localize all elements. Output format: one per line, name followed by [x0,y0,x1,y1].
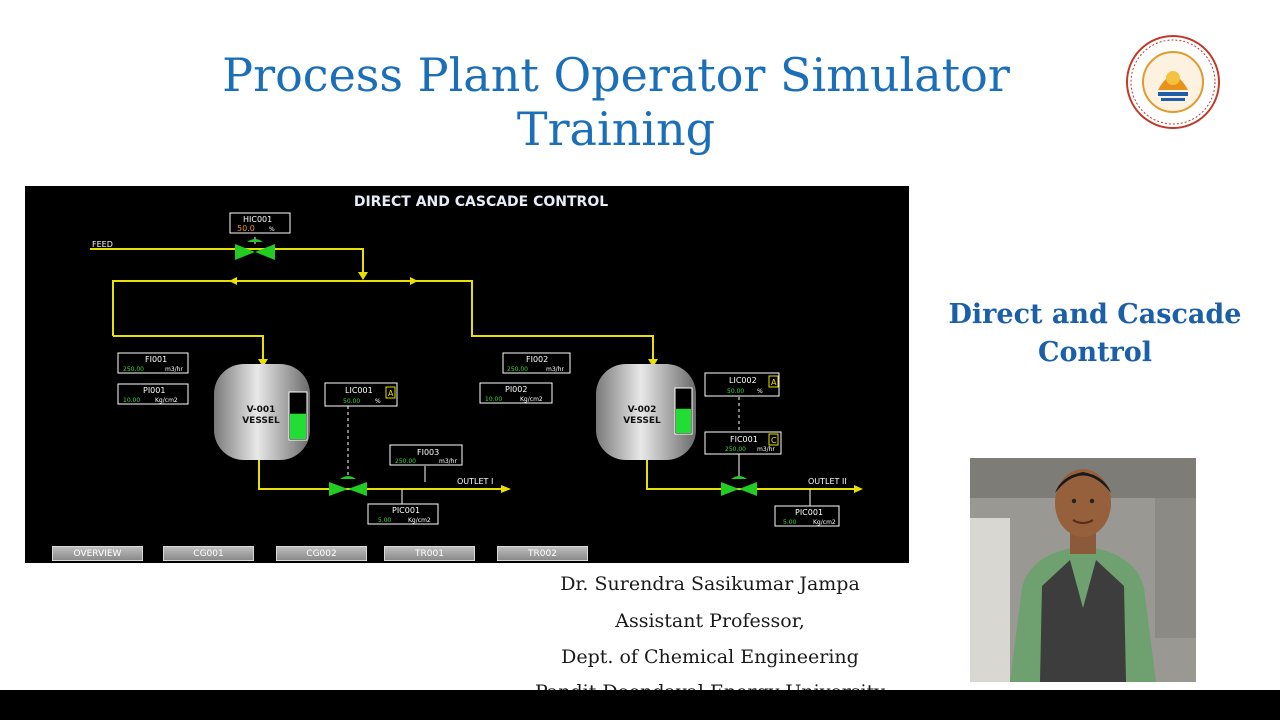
valve-outlet2[interactable] [721,476,757,496]
fi002-unit: m3/hr [546,366,564,373]
fic001-value: 250.00 [725,446,746,453]
pic001a-unit: Kg/cm2 [408,517,431,524]
fi002-value: 250.00 [507,366,528,373]
hic001-unit: % [269,226,275,233]
page-title-line2: Training [516,102,716,156]
pic001b-tag: PIC001 [795,508,823,517]
hic001-value: 50.0 [237,224,255,233]
lic002-mode[interactable]: A [771,378,777,387]
fi001-unit: m3/hr [165,366,183,373]
hmi-screen: DIRECT AND CASCADE CONTROL [25,186,909,563]
outlet2-label: OUTLET II [808,477,847,486]
vessel-v002-label: VESSEL [623,416,661,426]
section-title-line2: Control [1037,337,1153,368]
nav-tr002-button[interactable]: TR002 [497,546,588,561]
hmi-title: DIRECT AND CASCADE CONTROL [354,194,608,210]
signal-lines [254,237,811,506]
pi001-unit: Kg/cm2 [155,397,178,404]
lic001-value: 50.00 [343,398,360,405]
piping [90,248,855,490]
lic002-unit: % [757,388,763,395]
author-name: Dr. Surendra Sasikumar Jampa [560,573,860,595]
university-logo [1118,32,1228,132]
pic001b-unit: Kg/cm2 [813,519,836,526]
fi001-value: 250.00 [123,366,144,373]
flow-arrows [229,272,863,493]
instrument-frames [117,212,840,527]
fic001-unit: m3/hr [757,446,775,453]
pi002-value: 10.00 [485,396,502,403]
valve-outlet1[interactable] [329,476,367,496]
nav-tr001-button[interactable]: TR001 [384,546,475,561]
lic002-tag: LIC002 [729,376,757,385]
pi002-unit: Kg/cm2 [520,396,543,403]
section-title-line1: Direct and Cascade [948,299,1242,330]
vessel-v001[interactable]: V-001 VESSEL [214,364,310,460]
author-role: Assistant Professor, [615,610,805,632]
section-title: Direct and Cascade Control [915,296,1275,372]
process-diagram: DIRECT AND CASCADE CONTROL [90,194,863,527]
fi003-unit: m3/hr [439,458,457,465]
presenter-portrait-icon [970,458,1196,682]
vessel-v001-label: VESSEL [242,416,280,426]
lic001-tag: LIC001 [345,386,373,395]
pic001b-value: 5.00 [783,519,797,526]
page-title: Process Plant Operator Simulator Trainin… [0,48,1232,156]
valve-hic001[interactable] [235,239,275,260]
university-seal-icon [1126,35,1220,129]
pic001a-value: 5.00 [378,517,392,524]
fi003-value: 250.00 [395,458,416,465]
lic002-value: 50.00 [727,388,744,395]
page-title-line1: Process Plant Operator Simulator [222,48,1010,102]
fi001-tag: FI001 [145,355,167,364]
nav-overview-button[interactable]: OVERVIEW [52,546,143,561]
author-department: Dept. of Chemical Engineering [561,646,859,668]
fi002-tag: FI002 [526,355,548,364]
presenter-photo [970,458,1196,682]
lic001-mode[interactable]: A [388,389,394,398]
pic001a-tag: PIC001 [392,506,420,515]
lic001-unit: % [375,398,381,405]
vessel-v002[interactable]: V-002 VESSEL [596,364,696,460]
hic001-tag: HIC001 [243,215,272,224]
bottom-black-bar [0,690,1280,720]
fic001-tag: FIC001 [730,435,758,444]
nav-cg001-button[interactable]: CG001 [163,546,254,561]
pi001-value: 10.00 [123,397,140,404]
fic001-mode[interactable]: C [771,436,777,445]
outlet1-label: OUTLET I [457,477,493,486]
pi002-tag: PI002 [505,385,527,394]
vessel-v001-name: V-001 [247,405,276,415]
feed-label: FEED [92,240,113,249]
fi003-tag: FI003 [417,448,439,457]
pi001-tag: PI001 [143,386,165,395]
nav-cg002-button[interactable]: CG002 [276,546,367,561]
vessel-v002-name: V-002 [628,405,657,415]
